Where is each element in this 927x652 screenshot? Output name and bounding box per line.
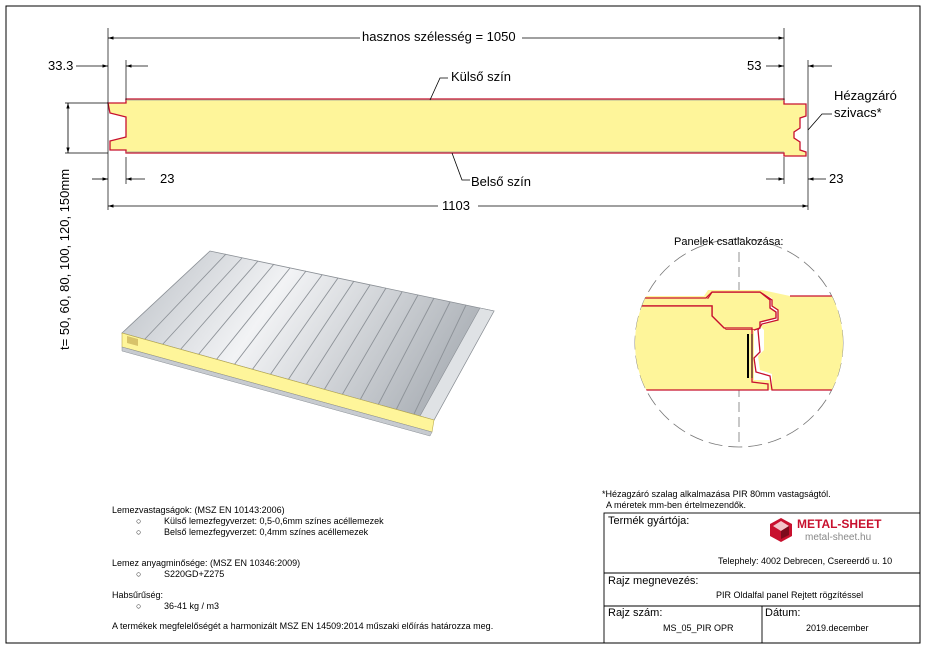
sheet-thickness-bullet-2: ○ bbox=[136, 527, 142, 537]
manufacturer-label: Termék gyártója: bbox=[608, 515, 690, 527]
dimension-lines bbox=[66, 36, 832, 208]
drawing-number-label: Rajz szám: bbox=[608, 607, 663, 619]
joint-detail bbox=[634, 238, 844, 448]
left-bottom-label: 23 bbox=[160, 171, 175, 186]
thickness-label: t= 50, 60, 80, 100, 120, 150mm bbox=[57, 168, 72, 350]
foam-density-bullet: ○ bbox=[136, 601, 142, 611]
sheet-thickness-title: Lemezvastagságok: (MSZ EN 10143:2006) bbox=[112, 505, 285, 515]
date-label: Dátum: bbox=[765, 607, 801, 619]
sheet-thickness-bullet-1: ○ bbox=[136, 516, 142, 526]
useful-width-label: hasznos szélesség = 1050 bbox=[362, 29, 516, 44]
gasket-label-1: Hézagzáró bbox=[834, 88, 897, 103]
detail-foam-lower bbox=[635, 290, 843, 390]
foam-density-item: 36-41 kg / m3 bbox=[164, 601, 220, 611]
sheet-thickness-item-2: Belső lemezfegyverzet: 0,4mm színes acél… bbox=[164, 527, 369, 537]
brand-name: METAL-SHEET bbox=[797, 517, 882, 531]
drawing-name-label: Rajz megnevezés: bbox=[608, 575, 699, 587]
gasket-label-2: szivacs* bbox=[834, 105, 882, 120]
inner-color-label: Belső szín bbox=[471, 174, 531, 189]
material-item: S220GD+Z275 bbox=[164, 569, 225, 579]
joint-detail-title: Panelek csatlakozása: bbox=[674, 236, 784, 248]
outer-color-label: Külső szín bbox=[451, 69, 511, 84]
drawing-name: PIR Oldalfal panel Rejtett rögzítéssel bbox=[716, 590, 864, 600]
right-bottom-label: 23 bbox=[829, 171, 844, 186]
brand-website: metal-sheet.hu bbox=[805, 532, 872, 543]
panel-3d-view bbox=[121, 250, 495, 437]
panel-3d-bottom-skin bbox=[121, 346, 433, 437]
total-width-label: 1103 bbox=[442, 198, 470, 213]
label-leaders bbox=[429, 77, 832, 181]
sheet-frame bbox=[5, 5, 921, 644]
panel-3d-ribs bbox=[143, 253, 467, 415]
title-block-frame bbox=[603, 512, 921, 644]
material-bullet: ○ bbox=[136, 569, 142, 579]
left-offset-label: 33.3 bbox=[48, 58, 74, 73]
panel-cross-section bbox=[107, 98, 807, 157]
date-value: 2019.december bbox=[806, 623, 869, 633]
footnote-gasket: *Hézagzáró szalag alkalmazása PIR 80mm v… bbox=[602, 489, 831, 499]
detail-foam-left bbox=[635, 306, 772, 390]
production-site: Telephely: 4002 Debrecen, Csereerdő u. 1… bbox=[718, 556, 893, 566]
right-offset-label: 53 bbox=[747, 58, 762, 73]
panel-3d-tongue bbox=[127, 336, 138, 346]
foam-density-title: Habsűrűség: bbox=[112, 590, 164, 600]
brand-logo-icon bbox=[770, 518, 792, 542]
conformity-note: A termékek megfelelőségét a harmonizált … bbox=[112, 621, 494, 631]
drawing-number: MS_05_PIR OPR bbox=[663, 623, 734, 633]
sheet-thickness-item-1: Külső lemezfegyverzet: 0,5-0,6mm színes … bbox=[164, 516, 384, 526]
footnote-units: A méretek mm-ben értelmezendők. bbox=[606, 500, 747, 510]
material-title: Lemez anyagminősége: (MSZ EN 10346:2009) bbox=[112, 558, 301, 568]
panel-foam-core bbox=[107, 98, 807, 157]
